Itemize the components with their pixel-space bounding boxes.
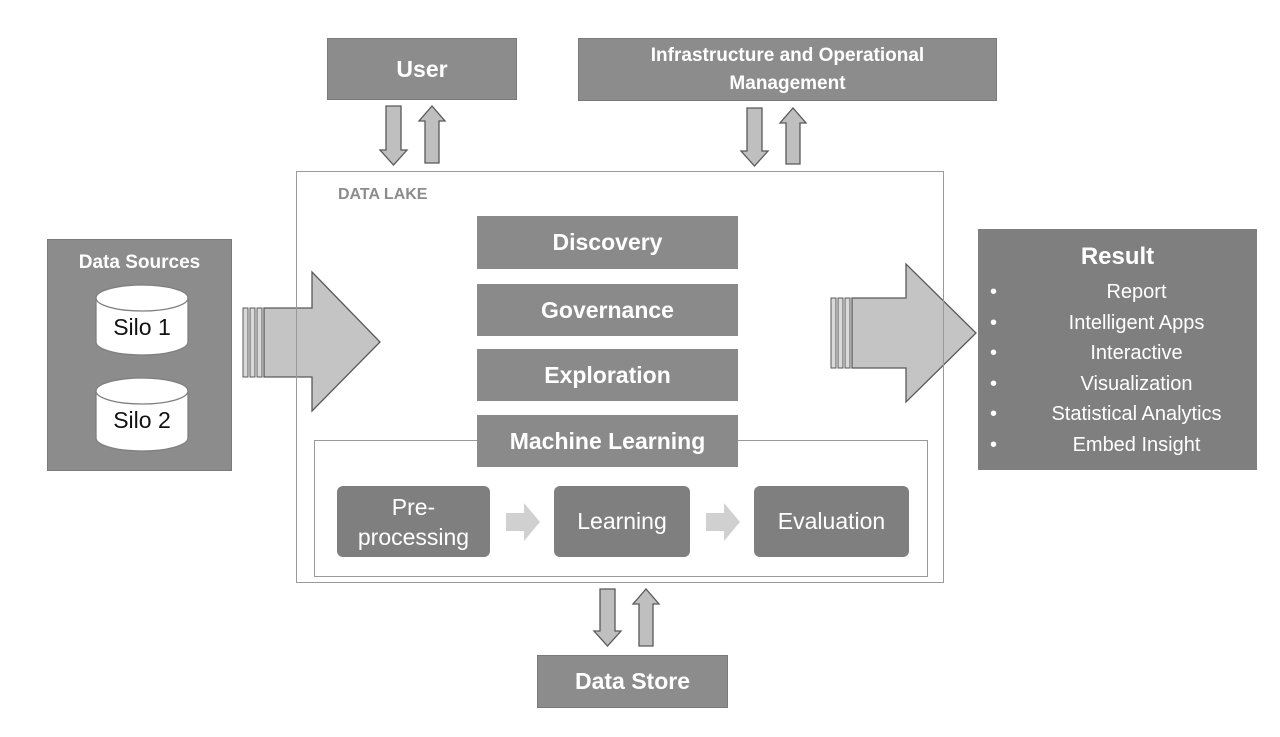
preprocessing-step: Pre- processing <box>337 486 490 557</box>
infrastructure-box: Infrastructure and Operational Managemen… <box>578 38 997 101</box>
data-lake-title: DATA LAKE <box>338 186 428 203</box>
result-item-intelligent-apps: Intelligent Apps <box>978 308 1257 339</box>
governance-stage: Governance <box>477 284 738 336</box>
result-item-interactive: Interactive <box>978 338 1257 369</box>
user-box: User <box>327 38 517 100</box>
result-item-embed-insight: Embed Insight <box>978 430 1257 461</box>
data-lake-frame <box>296 171 944 583</box>
result-item-visualization: Visualization <box>978 369 1257 400</box>
silo-2-label: Silo 2 <box>113 407 171 433</box>
exploration-label: Exploration <box>544 361 671 388</box>
store-up-arrow <box>631 588 661 647</box>
data-store-label: Data Store <box>574 668 691 694</box>
pipeline-arrow-2 <box>706 503 740 541</box>
user-label: User <box>396 55 448 82</box>
data-sources-title: Data Sources <box>78 252 201 273</box>
infrastructure-label-line2: Management <box>729 72 846 94</box>
result-title: Result <box>1080 243 1155 270</box>
lake-to-result-arrow <box>830 262 977 404</box>
data-store-box: Data Store <box>537 655 728 708</box>
machine-learning-label: Machine Learning <box>509 427 706 454</box>
infrastructure-label-line1: Infrastructure and Operational <box>650 44 925 66</box>
evaluation-label: Evaluation <box>777 508 886 534</box>
evaluation-step: Evaluation <box>754 486 909 557</box>
user-down-arrow <box>378 105 409 166</box>
preprocessing-label-line1: Pre- <box>391 493 436 520</box>
infra-down-arrow <box>739 107 770 167</box>
result-item-report: Report <box>978 277 1257 308</box>
result-list: Report Intelligent Apps Interactive Visu… <box>978 277 1257 460</box>
governance-label: Governance <box>541 296 674 323</box>
learning-step: Learning <box>554 486 690 557</box>
store-down-arrow <box>592 588 623 647</box>
result-panel: Result Report Intelligent Apps Interacti… <box>978 229 1257 470</box>
preprocessing-label-line2: processing <box>357 523 470 550</box>
result-item-statistical-analytics: Statistical Analytics <box>978 399 1257 430</box>
silo-1-label: Silo 1 <box>113 314 171 340</box>
pipeline-arrow-1 <box>506 503 540 541</box>
exploration-stage: Exploration <box>477 349 738 401</box>
user-up-arrow <box>417 105 447 164</box>
infra-up-arrow <box>778 107 808 165</box>
sources-to-lake-arrow <box>242 270 381 413</box>
discovery-label: Discovery <box>552 229 663 255</box>
learning-label: Learning <box>577 508 667 534</box>
data-sources-panel: Data Sources <box>47 239 232 471</box>
machine-learning-stage: Machine Learning <box>477 415 738 467</box>
discovery-stage: Discovery <box>477 216 738 269</box>
